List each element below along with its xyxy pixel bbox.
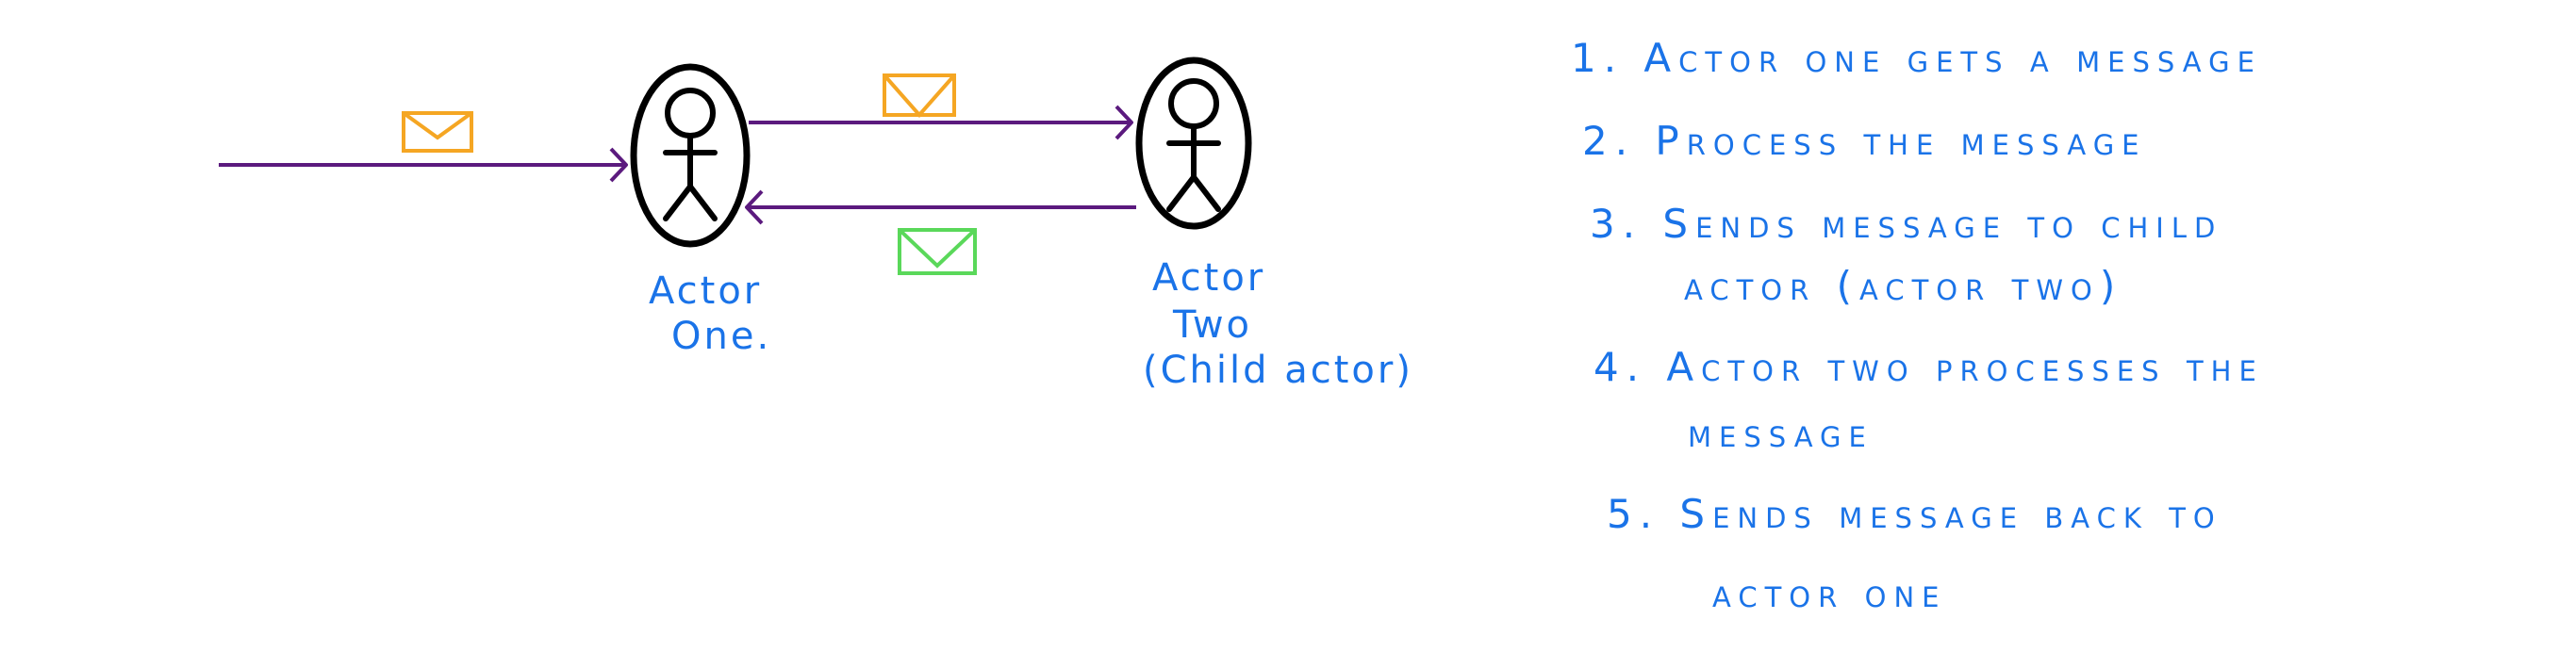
actor-one-label-line1: Actor [649,269,762,313]
actor-one-label-line2: One. [671,315,771,358]
incoming-envelope-icon [402,111,473,153]
actor-two-label-line2: Two [1172,303,1252,347]
step-3-line2: actor (actor two) [1684,263,2122,309]
step-3-line1: 3. Sends message to child [1590,201,2222,247]
reply-to-actor-one-arrow [745,189,1136,225]
actor-one-figure-icon [666,90,715,219]
forward-envelope-icon [883,73,956,119]
actor-two-label-line1: Actor [1152,256,1265,300]
reply-envelope-icon [898,228,977,275]
step-4-line2: message [1688,410,1874,456]
actor-one [630,63,751,248]
incoming-message-arrow [219,147,628,183]
actor-two-label-line3: (Child actor) [1143,349,1413,392]
send-to-actor-two-arrow [749,105,1133,140]
step-2-line1: 2. Process the message [1582,118,2146,164]
step-5-line1: 5. Sends message back to [1607,491,2222,537]
steps-list: 1. Actor one gets a message 2. Process t… [1571,35,2264,616]
step-5-line2: actor one [1712,570,1946,616]
step-1-line1: 1. Actor one gets a message [1571,35,2262,81]
actor-two-figure-icon [1169,81,1218,209]
actor-two [1135,57,1252,230]
step-4-line1: 4. Actor two processes the [1593,344,2264,390]
